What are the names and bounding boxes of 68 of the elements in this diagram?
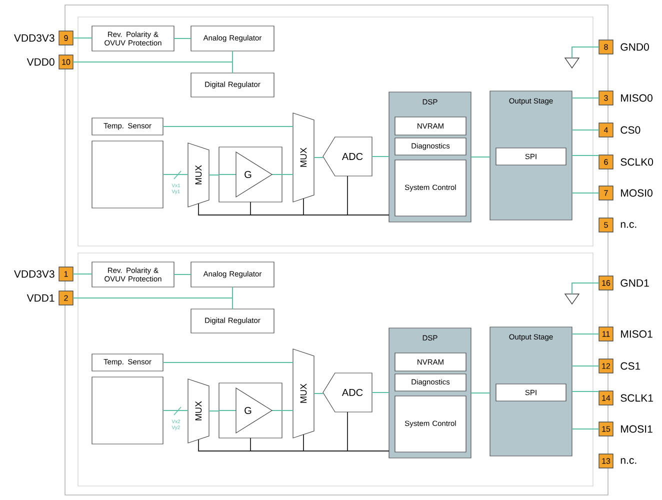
signal-line (372, 156, 390, 157)
control-line (347, 176, 390, 216)
pin-label: CS1 (620, 362, 640, 370)
signal-line (162, 126, 294, 127)
adc-block: ADC (322, 372, 372, 412)
signal-line (470, 392, 490, 394)
pin-label: n.c. (620, 458, 636, 464)
pin-label: CS0 (620, 126, 640, 134)
pin: 8 (598, 40, 614, 54)
pin: 5 (598, 218, 614, 232)
signal-line (572, 428, 600, 430)
pin-label: GND1 (620, 279, 649, 287)
signal-line (572, 282, 600, 294)
pin-label: MOSI0 (621, 189, 652, 197)
signal-line (572, 192, 600, 194)
mux-block: MUX (292, 348, 314, 438)
pin-label: SCLK0 (620, 158, 654, 166)
adc-block: ADC (322, 136, 372, 176)
pin: 13 (598, 454, 614, 468)
signal-line (208, 410, 220, 412)
pin: 11 (598, 326, 614, 342)
control-line (347, 412, 390, 452)
signal-line (314, 393, 324, 394)
signal-line (572, 391, 600, 392)
signal-line (572, 155, 600, 156)
pin-label: VDD3V3 (14, 270, 54, 278)
pin: 12 (598, 358, 614, 374)
pin: 4 (598, 122, 614, 138)
signal-line (208, 174, 220, 176)
pin: 1 (58, 266, 74, 282)
signal-line (72, 298, 233, 310)
pin: 14 (598, 390, 614, 406)
signal-line (174, 38, 192, 39)
pin-label: VDD1 (26, 294, 54, 302)
pin: 10 (58, 54, 74, 70)
mux-block: MUX (292, 112, 314, 202)
signal-line (162, 174, 188, 175)
amplifier-block: G (218, 146, 282, 202)
pin-label: MISO1 (621, 330, 652, 338)
signal-line (282, 174, 294, 175)
pin: 6 (598, 154, 614, 170)
signal-line (72, 62, 233, 74)
pin-label: MOSI1 (621, 425, 652, 433)
signal-line (174, 274, 192, 275)
sensor-box (92, 376, 164, 444)
mux-block: MUX (188, 378, 210, 444)
signal-line (162, 362, 294, 363)
pin-label: SCLK1 (620, 394, 653, 402)
pin: 16 (598, 276, 614, 290)
amplifier-block: G (218, 382, 282, 438)
pin: 3 (598, 90, 614, 106)
signal-line (372, 392, 390, 393)
pin: 2 (58, 290, 74, 306)
signal-line (470, 156, 490, 158)
signal-line (282, 410, 294, 411)
pin-label: VDD0 (26, 58, 54, 66)
sensor-box (92, 140, 164, 208)
pin-label: MISO0 (621, 94, 652, 102)
signal-line (162, 410, 188, 411)
pin-label: n.c. (620, 222, 636, 228)
pin-label: VDD3V3 (14, 34, 54, 42)
signal-line (572, 46, 600, 58)
pin: 7 (598, 186, 614, 200)
pin: 15 (598, 422, 614, 436)
pin-label: GND0 (620, 43, 649, 51)
mux-block: MUX (188, 142, 210, 208)
signal-line (314, 157, 324, 158)
pin: 9 (58, 30, 74, 46)
